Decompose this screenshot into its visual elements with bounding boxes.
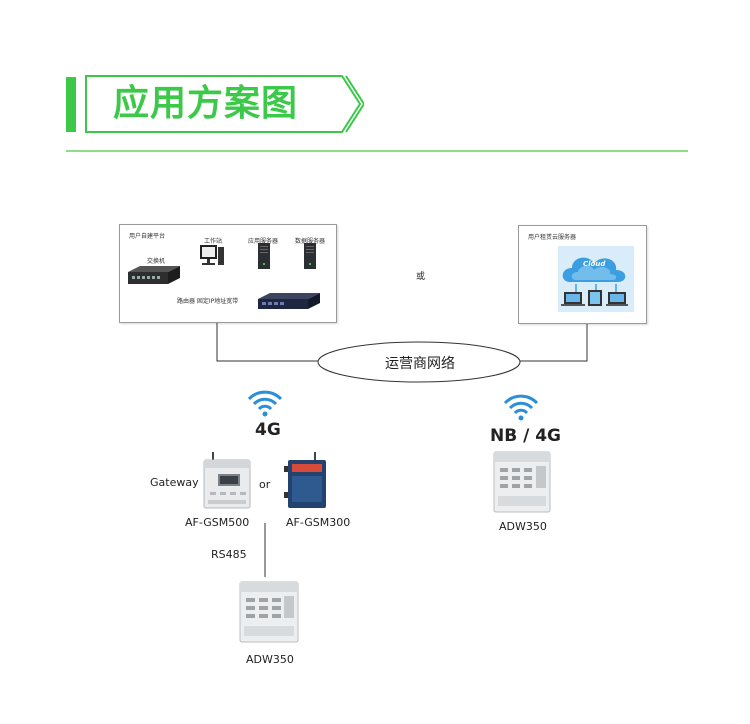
router-icon <box>258 293 320 309</box>
app-server-label: 应用服务器 <box>248 238 279 245</box>
or-label-cn: 或 <box>416 272 426 282</box>
wifi-icon-right <box>503 394 539 421</box>
adw350-left-label: ADW350 <box>246 653 294 666</box>
db-server-label: 数据服务器 <box>295 238 326 245</box>
af-gsm300-device <box>284 452 326 508</box>
gateway-label: Gateway <box>150 476 199 489</box>
operator-network-ellipse <box>317 341 521 383</box>
adw350-right-label: ADW350 <box>499 520 547 533</box>
cloud-server-title: 用户租赁云服务器 <box>528 234 577 241</box>
cloud-text: Cloud <box>583 260 606 268</box>
router-label: 路由器 固定IP地址宽带 <box>177 298 239 305</box>
wifi-icon-left <box>247 390 283 417</box>
or-label: or <box>259 478 271 491</box>
header-divider <box>66 150 688 152</box>
self-built-platform-title: 用户自建平台 <box>129 233 166 240</box>
adw350-meter-left <box>239 581 299 643</box>
af-gsm300-label: AF-GSM300 <box>286 516 351 529</box>
protocol-nb4g-label: NB / 4G <box>490 426 562 446</box>
workstation-label: 工作站 <box>204 238 223 245</box>
protocol-4g-label: 4G <box>255 420 281 440</box>
title-accent-bar <box>66 77 76 132</box>
switch-icon <box>128 266 180 284</box>
workstation-icon <box>200 245 224 265</box>
operator-network-label: 运营商网络 <box>385 356 455 372</box>
af-gsm500-device <box>203 452 251 509</box>
db-server-icon <box>304 243 316 269</box>
title-arrow-frame <box>85 75 364 133</box>
switch-label: 交换机 <box>147 258 166 265</box>
cloud-icon <box>558 246 634 312</box>
af-gsm500-label: AF-GSM500 <box>185 516 250 529</box>
adw350-meter-right <box>493 451 551 513</box>
rs485-label: RS485 <box>211 548 247 561</box>
page-title: 应用方案图 <box>113 83 299 124</box>
app-server-icon <box>258 243 270 269</box>
